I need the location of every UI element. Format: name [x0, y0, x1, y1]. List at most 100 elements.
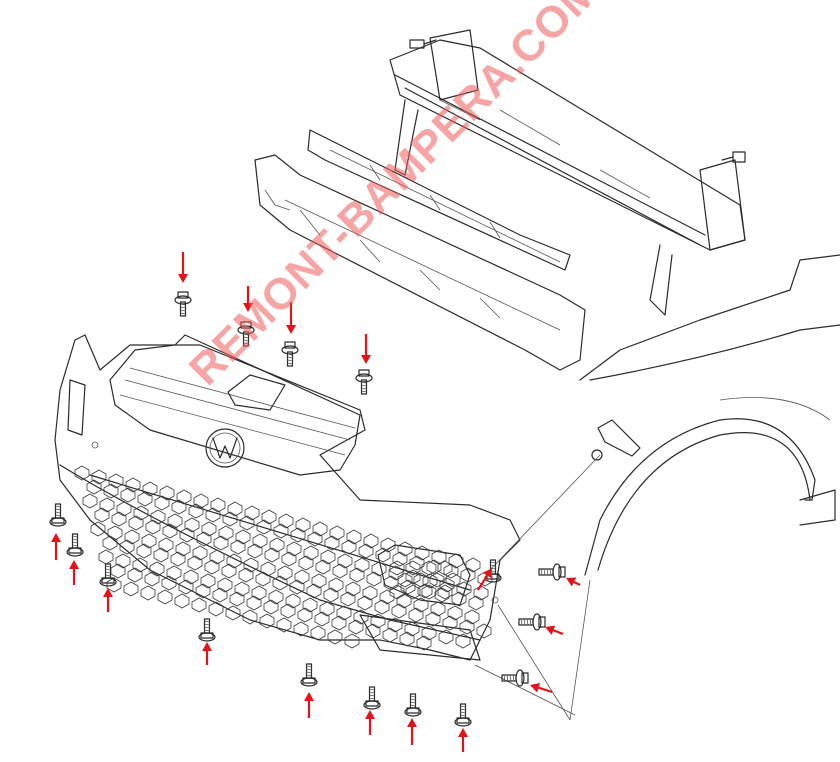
grille-cell	[161, 575, 177, 591]
bottom-screw-6	[363, 686, 381, 710]
grille-cell	[465, 557, 481, 573]
grille-cell	[327, 629, 343, 645]
top-screw-4	[355, 369, 373, 395]
grille-cell	[310, 625, 326, 641]
fog-light-grille-cell	[389, 584, 405, 600]
grille-cell	[133, 505, 149, 521]
grille-cell	[259, 613, 275, 629]
grille-cell	[416, 635, 432, 651]
grille-cell	[366, 571, 382, 587]
grille-cell	[91, 469, 107, 485]
upper-grille	[109, 334, 361, 476]
grille-cell	[306, 583, 322, 599]
grille-cell	[115, 553, 131, 569]
grille-cell	[290, 527, 306, 543]
grille-cell	[332, 563, 348, 579]
grille-cell	[380, 537, 396, 553]
grille-cell	[261, 509, 277, 525]
grille-cell	[243, 557, 259, 573]
grille-cell	[136, 543, 152, 559]
grille-cell	[201, 521, 217, 537]
bottom-screw-2	[66, 533, 84, 557]
grille-cell	[405, 569, 421, 585]
grille-cell	[150, 509, 166, 525]
grille-cell	[141, 533, 157, 549]
grille-cell	[426, 559, 442, 575]
grille-cell	[183, 569, 199, 585]
grille-cell	[213, 535, 229, 551]
grille-cell	[273, 523, 289, 539]
arrow-icon	[304, 692, 314, 718]
grille-cell	[399, 631, 415, 647]
grille-cell	[99, 497, 115, 513]
grille-cell	[125, 477, 141, 493]
grille-cell	[184, 517, 200, 533]
grille-cell	[295, 517, 311, 533]
vw-logo-icon	[205, 428, 245, 468]
grille-cell	[269, 537, 285, 553]
side-screw-3	[501, 669, 529, 687]
grille-cell	[379, 589, 395, 605]
grille-cell	[176, 489, 192, 505]
grille-cell	[149, 561, 165, 577]
grille-cell	[413, 597, 429, 613]
grille-cell	[264, 547, 280, 563]
grille-cell	[341, 539, 357, 555]
grille-cell	[340, 591, 356, 607]
grille-cell	[90, 521, 106, 537]
grille-cell	[438, 629, 454, 645]
arrow-icon	[103, 588, 113, 612]
grille-cell	[159, 485, 175, 501]
grille-cell	[307, 531, 323, 547]
grille-cell	[456, 581, 472, 597]
grille-cell	[107, 525, 123, 541]
grille-cell	[297, 607, 313, 623]
grille-cell	[434, 587, 450, 603]
grille-cell	[455, 633, 471, 649]
grille-cell	[328, 577, 344, 593]
grille-cell	[187, 555, 203, 571]
grille-cell	[329, 525, 345, 541]
grille-cell	[345, 581, 361, 597]
grille-cell	[391, 603, 407, 619]
arrow-icon	[286, 302, 296, 334]
grille-cell	[251, 585, 267, 601]
top-screw-3	[281, 341, 299, 367]
grille-cell	[278, 513, 294, 529]
grille-cell	[277, 565, 293, 581]
grille-cell	[123, 581, 139, 597]
arrow-icon	[202, 642, 212, 665]
bottom-screw-8	[454, 703, 472, 727]
grille-cell	[397, 541, 413, 557]
top-screw-2	[237, 321, 255, 347]
grille-cell	[229, 591, 245, 607]
grille-cell	[247, 543, 263, 559]
grille-cell	[312, 521, 328, 537]
fog-light-grille-cell	[437, 584, 453, 600]
grille-cell	[188, 503, 204, 519]
grille-cell	[464, 609, 480, 625]
grille-cell	[124, 529, 140, 545]
grille-cell	[102, 535, 118, 551]
grille-cell	[227, 501, 243, 517]
top-screw-1	[174, 291, 192, 317]
grille-cell	[473, 585, 489, 601]
grille-cell	[157, 589, 173, 605]
grille-cell	[298, 555, 314, 571]
arrow-icon	[566, 577, 581, 587]
grille-cell	[166, 565, 182, 581]
grille-cell	[145, 519, 161, 535]
grille-cell	[111, 511, 127, 527]
grille-cell	[175, 541, 191, 557]
bottom-screw-4	[198, 618, 216, 642]
grille-cell	[323, 587, 339, 603]
grille-cell	[374, 599, 390, 615]
grille-cell	[193, 493, 209, 509]
grille-cell	[346, 529, 362, 545]
lower-grille-mesh	[74, 465, 493, 651]
side-screw-2	[518, 613, 546, 631]
fog-light-grille-cell	[429, 572, 445, 588]
screw-group	[49, 291, 566, 727]
grille-cell	[178, 579, 194, 595]
